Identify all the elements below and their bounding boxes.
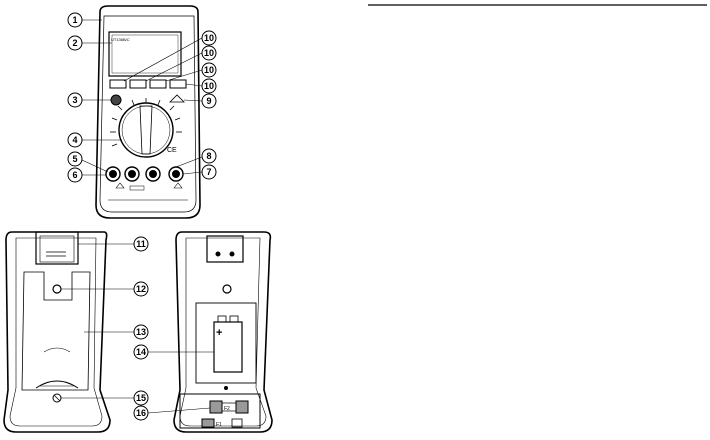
range-button: [129, 79, 147, 89]
battery-compartment: [195, 302, 257, 384]
callout-15: 15: [133, 390, 149, 406]
fuse-f2-holder: [209, 400, 223, 414]
battery-plus-sign: +: [216, 327, 222, 339]
svg-text:8: 8: [206, 151, 211, 161]
ce-mark: CE: [167, 147, 177, 154]
svg-text:10: 10: [204, 33, 214, 43]
callout-9: 9: [201, 93, 217, 109]
callout-10-b: 10: [201, 62, 217, 78]
front-leader-lines: [81, 19, 203, 176]
svg-text:9: 9: [206, 96, 211, 106]
callout-11: 11: [133, 236, 149, 252]
callout-14: 14: [133, 344, 149, 360]
lcd-display: [108, 31, 182, 77]
stand-latch: [206, 235, 244, 263]
callout-16: 16: [133, 405, 149, 421]
10a-jack: [105, 166, 121, 182]
battery-9v: [213, 321, 243, 373]
callout-8: 8: [201, 148, 217, 164]
meter-front-illustration: [95, 5, 201, 219]
battery-door: [21, 271, 91, 391]
svg-text:5: 5: [72, 154, 77, 164]
rotary-switch: [118, 102, 174, 158]
callout-5: 5: [67, 151, 83, 167]
svg-text:11: 11: [136, 239, 146, 249]
back-open-housing: [3, 231, 111, 433]
callout-3: 3: [67, 92, 83, 108]
callout-13: 13: [133, 324, 149, 340]
back-closed-leader-lines: [147, 351, 214, 414]
svg-text:10: 10: [204, 48, 214, 58]
meter-brand-label: UT136B/C: [111, 37, 130, 42]
meter-inner-bezel: [99, 15, 197, 213]
svg-text:13: 13: [136, 327, 146, 337]
svg-text:12: 12: [136, 284, 146, 294]
svg-text:6: 6: [72, 170, 77, 180]
meter-housing: [95, 5, 201, 219]
svg-text:10: 10: [204, 65, 214, 75]
meter-back-open-illustration: [3, 231, 111, 433]
svg-text:2: 2: [72, 38, 77, 48]
svg-text:4: 4: [72, 135, 77, 145]
callout-7: 7: [201, 164, 217, 180]
svg-text:15: 15: [136, 393, 146, 403]
meter-back-battery-illustration: [173, 231, 273, 433]
svg-text:10: 10: [204, 81, 214, 91]
fuse-label-f1: F1: [216, 422, 222, 428]
select-button: [109, 79, 127, 89]
svg-text:1: 1: [72, 15, 77, 25]
callout-10-c: 10: [201, 45, 217, 61]
fuse-f1-holder: [201, 418, 215, 428]
back-open-leader-lines: [61, 243, 134, 399]
callout-12: 12: [133, 281, 149, 297]
callout-10-a: 10: [201, 78, 217, 94]
callout-6: 6: [67, 167, 83, 183]
back-closed-housing: [173, 231, 273, 433]
tilt-stand: [35, 231, 79, 265]
ma-jack: [124, 166, 140, 182]
svg-text:3: 3: [72, 95, 77, 105]
svg-text:16: 16: [136, 408, 146, 418]
callout-1: 1: [67, 12, 83, 28]
fuse-bay: [179, 393, 261, 429]
callout-4: 4: [67, 132, 83, 148]
callout-2: 2: [67, 35, 83, 51]
ncv-indicator: [110, 94, 122, 106]
fuse-label-f2: F2: [224, 406, 230, 412]
svg-text:7: 7: [206, 167, 211, 177]
warning-triangle-icon: [169, 94, 185, 103]
rel-button: [169, 79, 187, 89]
hold-button: [149, 79, 167, 89]
svg-text:14: 14: [136, 347, 146, 357]
back-screw-hole: [52, 284, 62, 294]
callout-10-d: 10: [201, 30, 217, 46]
com-jack: [145, 166, 161, 182]
